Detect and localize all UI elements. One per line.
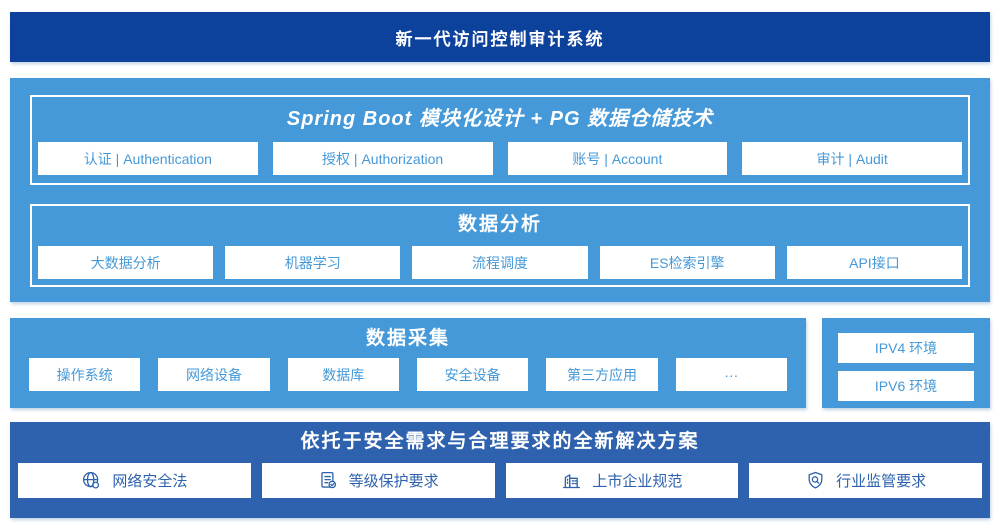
analysis-box-ml: 机器学习 [225,246,401,279]
solution-box-listed-company: 上市企业规范 [505,463,739,498]
collection-box-os: 操作系统 [29,358,141,391]
building-icon [563,474,581,489]
platform-panel: Spring Boot 模块化设计 + PG 数据仓储技术 认证 | Authe… [10,78,990,302]
collection-panel: 数据采集 操作系统 网络设备 数据库 安全设备 第三方应用 ··· [10,318,806,408]
env-box-ipv4: IPV4 环境 [838,333,974,363]
solution-box-label: 网络安全法 [112,473,188,490]
analysis-box-workflow: 流程调度 [412,246,588,279]
document-check-icon [320,471,336,489]
system-title: 新一代访问控制审计系统 [395,29,605,49]
modules-row: 认证 | Authentication 授权 | Authorization 账… [36,142,964,175]
system-title-bar: 新一代访问控制审计系统 [10,12,990,62]
module-box-authorization: 授权 | Authorization [272,142,493,175]
module-box-audit: 审计 | Audit [742,142,962,175]
collection-box-network: 网络设备 [158,358,270,391]
analysis-row: 大数据分析 机器学习 流程调度 ES检索引擎 API接口 [36,246,964,279]
modules-group: Spring Boot 模块化设计 + PG 数据仓储技术 认证 | Authe… [30,95,970,185]
analysis-box-es: ES检索引擎 [599,246,775,279]
collection-title: 数据采集 [365,328,450,349]
solution-row: 网络安全法 等级保护要求 上市企业规范 [18,463,982,498]
solution-box-label: 等级保护要求 [348,473,439,490]
analysis-title: 数据分析 [457,214,542,235]
analysis-box-bigdata: 大数据分析 [38,246,214,279]
shield-search-icon [808,471,823,489]
solution-box-label: 行业监管要求 [836,473,927,490]
solution-title: 依托于安全需求与合理要求的全新解决方案 [300,431,700,452]
environment-panel: IPV4 环境 IPV6 环境 [822,318,990,408]
env-box-ipv6: IPV6 环境 [838,371,974,401]
solution-box-label: 上市企业规范 [592,473,683,490]
solution-box-industry-regulation: 行业监管要求 [749,463,982,498]
module-box-account: 账号 | Account [507,142,728,175]
globe-icon [83,471,100,489]
collection-row: 操作系统 网络设备 数据库 安全设备 第三方应用 ··· [29,358,787,391]
module-box-authentication: 认证 | Authentication [38,142,258,175]
analysis-box-api: API接口 [786,246,963,279]
analysis-group: 数据分析 大数据分析 机器学习 流程调度 ES检索引擎 API接口 [30,204,970,287]
solution-box-grade-protection: 等级保护要求 [261,463,495,498]
modules-title: Spring Boot 模块化设计 + PG 数据仓储技术 [286,108,714,130]
solution-box-cybersecurity-law: 网络安全法 [18,463,251,498]
collection-box-thirdparty: 第三方应用 [546,358,658,391]
collection-box-database: 数据库 [287,358,399,391]
solution-panel: 依托于安全需求与合理要求的全新解决方案 网络安全法 等级保护要求 [10,422,990,518]
collection-box-security: 安全设备 [416,358,529,391]
collection-box-more: ··· [675,358,787,391]
